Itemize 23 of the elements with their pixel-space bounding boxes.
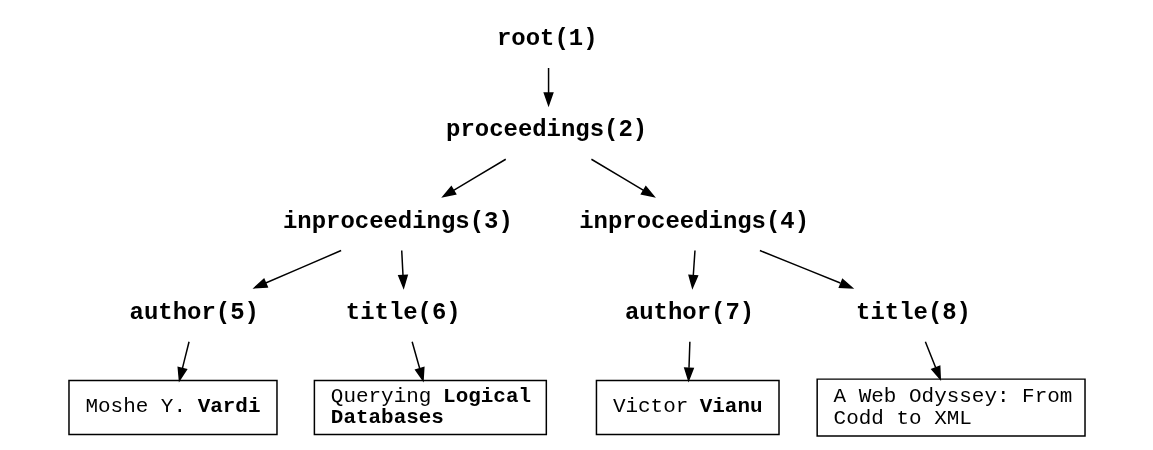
arrow [410, 341, 425, 383]
node-text: title(6) [345, 298, 461, 326]
arrow [687, 249, 699, 290]
node-text: inproceedings(3) [282, 207, 513, 235]
arrow [176, 341, 190, 383]
node-text: root(1) [496, 25, 598, 53]
arrow [440, 158, 506, 198]
node-box: Moshe Y. Vardi [67, 379, 278, 436]
arrow [252, 249, 342, 289]
arrow [758, 249, 854, 289]
node-text: proceedings(2) [445, 116, 647, 144]
node-text: author(5) [129, 298, 259, 326]
arrow [590, 158, 656, 198]
arrow [542, 67, 554, 108]
arrow [924, 341, 941, 382]
node-box: Victor Vianu [595, 379, 780, 436]
node-box: Querying Logical Databases [313, 379, 547, 436]
node-text: author(7) [624, 298, 754, 326]
node-text: title(8) [855, 298, 971, 326]
node-text: inproceedings(4) [578, 207, 809, 235]
node-box: A Web Odyssey: From Codd to XML [815, 378, 1086, 437]
arrow [397, 249, 408, 290]
arrow [683, 341, 694, 383]
